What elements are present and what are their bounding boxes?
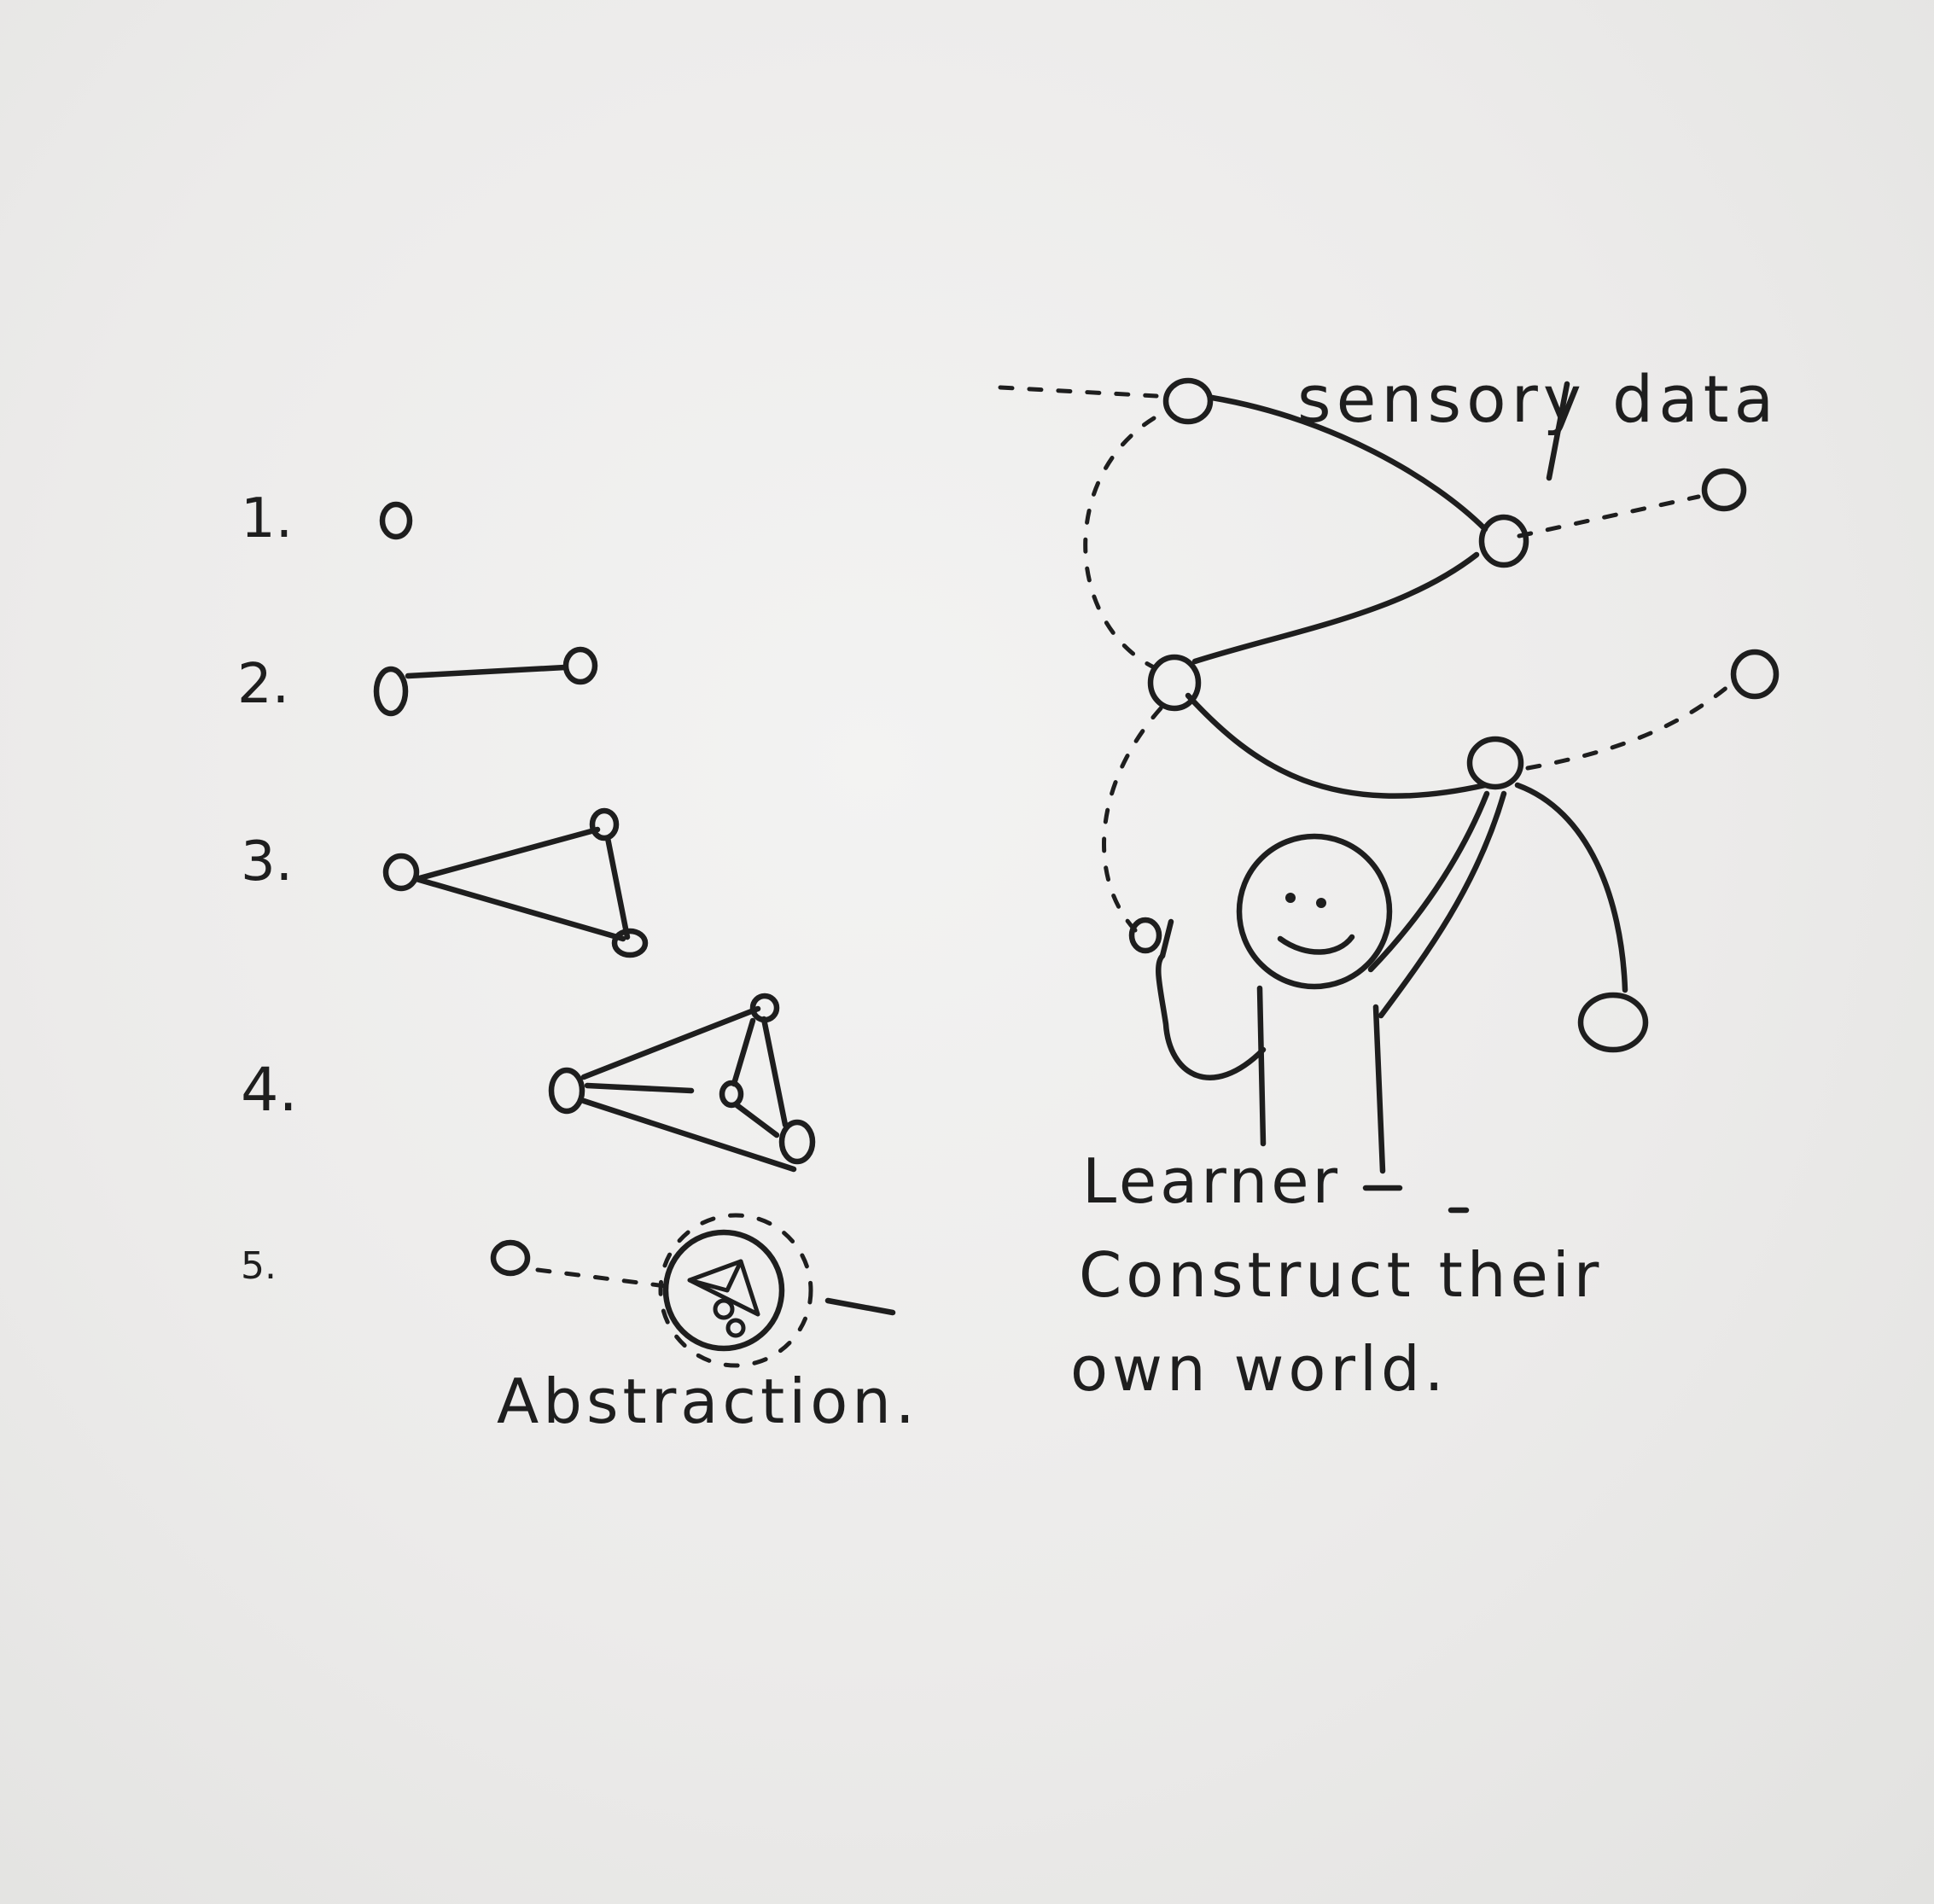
- learner-smile: [1277, 934, 1355, 955]
- step-4-node-c: [778, 1119, 816, 1165]
- step-3-node-a: [382, 853, 420, 892]
- step-4-edge-inner: [584, 1082, 695, 1094]
- step-3-edge-bottom: [413, 876, 626, 942]
- step-5-label: 5.: [241, 1244, 277, 1288]
- step-4-edge-right: [760, 1016, 789, 1128]
- abstraction-mini-edges: [687, 1259, 743, 1293]
- sensory-node-3: [1701, 468, 1747, 512]
- step-5-dashed-link: [535, 1267, 675, 1290]
- step-3-label: 3.: [241, 830, 294, 894]
- learner-torso-left: [1256, 985, 1267, 1147]
- step-5-node: [490, 1239, 531, 1277]
- abstraction-dashed-circle: [658, 1213, 813, 1368]
- sensory-data-label: sensory data: [1297, 361, 1780, 437]
- learner-eye-left: [1285, 893, 1296, 903]
- step-3-edge-top: [413, 826, 601, 882]
- step-4-graph: [548, 993, 816, 1173]
- learner-figure: [1156, 790, 1507, 1214]
- sensory-node-4: [1147, 654, 1202, 712]
- sensory-network: [998, 377, 1780, 1053]
- step-1-label: 1.: [241, 487, 294, 550]
- step-2-node-b: [562, 646, 598, 685]
- sensory-label-pointer: [1546, 381, 1570, 481]
- step-3-node-b: [589, 807, 620, 841]
- learner-hand-left: [1159, 918, 1174, 959]
- sensory-node-6: [1466, 736, 1524, 790]
- learner-arm-outer: [1367, 790, 1490, 973]
- step-4-node-inner: [719, 1080, 744, 1109]
- learner-head: [1236, 833, 1393, 990]
- learner-eye-right: [1316, 898, 1326, 908]
- step-5-graph: [490, 1213, 896, 1368]
- learner-torso-right: [1372, 1004, 1386, 1174]
- sensory-node-5: [1730, 649, 1780, 700]
- abstraction-label: Abstraction.: [497, 1365, 919, 1437]
- learner-label: Learner: [1082, 1145, 1342, 1217]
- sensory-dash-right-top: [1517, 494, 1701, 539]
- step-2-edge: [405, 664, 568, 679]
- learner-arm-inner: [1378, 790, 1507, 1019]
- step-4-edge-top: [580, 1005, 761, 1080]
- step-2-graph: [373, 646, 598, 717]
- learner-arm-left: [1156, 952, 1267, 1080]
- abstraction-mini-network: [687, 1259, 760, 1317]
- step-1-node: [379, 501, 413, 540]
- sensory-edge-3: [1185, 692, 1488, 799]
- step-4-node-b: [749, 993, 780, 1023]
- step-4-edge-bottom: [580, 1098, 797, 1173]
- sensory-dash-in-top: [998, 385, 1159, 399]
- abstraction-mini-node-2: [725, 1318, 746, 1338]
- sensory-node-2: [1478, 514, 1529, 568]
- step-2-node-a: [373, 666, 409, 717]
- abstraction-mini-node: [713, 1298, 735, 1320]
- step-3-node-c: [611, 928, 649, 958]
- sensory-dash-left-down: [1102, 706, 1163, 933]
- step-2-label: 2.: [237, 653, 290, 716]
- step-4-node-a: [548, 1067, 585, 1115]
- sensory-edge-2: [1191, 551, 1480, 665]
- abstraction-inner-circle: [662, 1229, 785, 1352]
- step-3-graph: [382, 807, 649, 958]
- sensory-dash-right-mid: [1525, 680, 1735, 771]
- sensory-dash-left-loop: [1083, 416, 1156, 670]
- step-4-edge-inner-bottom: [732, 1101, 780, 1138]
- step-1-graph: [379, 501, 413, 540]
- construct-label-line1: Construct their: [1079, 1239, 1604, 1311]
- sensory-node-1: [1162, 377, 1214, 425]
- sensory-node-8: [1128, 917, 1162, 954]
- sensory-edge-1: [1209, 394, 1488, 533]
- step-5-outgoing-line: [824, 1297, 896, 1316]
- sensory-node-7: [1577, 992, 1649, 1053]
- step-4-edge-inner-top: [731, 1017, 756, 1087]
- step-3-edge-right: [604, 835, 631, 940]
- sensory-edge-4: [1514, 782, 1628, 993]
- construct-label-line2: own world.: [1070, 1333, 1448, 1405]
- step-4-label: 4.: [241, 1055, 298, 1125]
